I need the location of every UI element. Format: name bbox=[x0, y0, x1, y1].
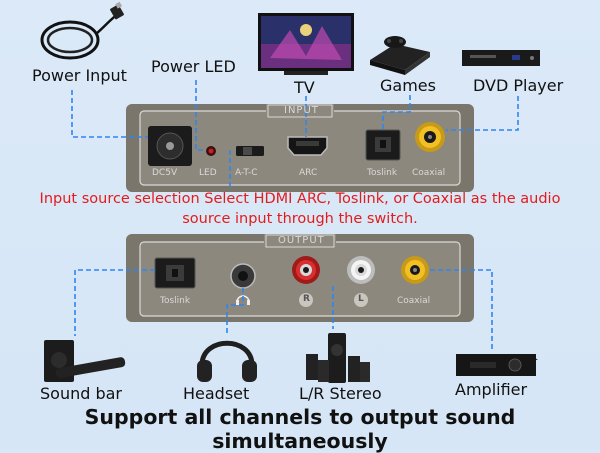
power-adapter-icon bbox=[40, 1, 124, 60]
lr-stereo-label: L/R Stereo bbox=[299, 384, 382, 403]
toslink-output-label: Toslink bbox=[160, 296, 191, 306]
headset-label: Headset bbox=[183, 384, 250, 403]
amplifier-icon bbox=[456, 354, 538, 376]
note-line-1: Input source selection Select HDMI ARC, … bbox=[39, 191, 561, 207]
l-label: L bbox=[358, 294, 364, 304]
sound-bar-label: Sound bar bbox=[40, 384, 123, 403]
led-label: LED bbox=[199, 168, 217, 178]
hdmi-arc-port-icon bbox=[287, 136, 328, 156]
dc5v-port-icon bbox=[148, 126, 192, 166]
dc5v-label: DC5V bbox=[152, 168, 178, 178]
sound-bar-icon bbox=[44, 340, 126, 382]
game-console-icon bbox=[370, 36, 430, 75]
left-rca-port-icon bbox=[347, 256, 375, 307]
toslink-input-port-icon bbox=[365, 129, 401, 161]
atc-label: A-T-C bbox=[235, 168, 258, 178]
dvd-player-icon bbox=[462, 50, 540, 66]
headset-icon bbox=[197, 340, 257, 382]
power-led-label: Power LED bbox=[151, 57, 236, 76]
r-label: R bbox=[303, 294, 310, 304]
connector-lines bbox=[71, 80, 519, 352]
coaxial-output-port-icon bbox=[401, 256, 429, 284]
toslink-input-label: Toslink bbox=[367, 168, 398, 178]
dvd-player-label: DVD Player bbox=[473, 76, 564, 95]
coaxial-input-port-icon bbox=[415, 122, 445, 152]
note-line-2: source input through the switch. bbox=[182, 211, 418, 227]
games-label: Games bbox=[380, 76, 436, 95]
amplifier-label: Amplifier bbox=[455, 380, 528, 399]
tv-icon bbox=[258, 13, 354, 75]
tv-label: TV bbox=[294, 78, 315, 97]
power-input-label: Power Input bbox=[32, 66, 127, 85]
footer-tagline: Support all channels to output sound sim… bbox=[84, 405, 516, 453]
coaxial-input-label: Coaxial bbox=[412, 168, 446, 178]
coaxial-output-label: Coaxial bbox=[397, 296, 431, 306]
toslink-output-port-icon bbox=[154, 257, 196, 289]
stereo-speakers-icon bbox=[306, 333, 370, 383]
output-panel-title: OUTPUT bbox=[278, 235, 325, 246]
atc-switch-icon bbox=[236, 146, 264, 156]
right-rca-port-icon bbox=[292, 256, 320, 307]
power-led-icon bbox=[206, 146, 216, 156]
input-panel-title: INPUT bbox=[284, 105, 319, 116]
output-panel bbox=[126, 234, 474, 322]
arc-label: ARC bbox=[299, 168, 318, 178]
